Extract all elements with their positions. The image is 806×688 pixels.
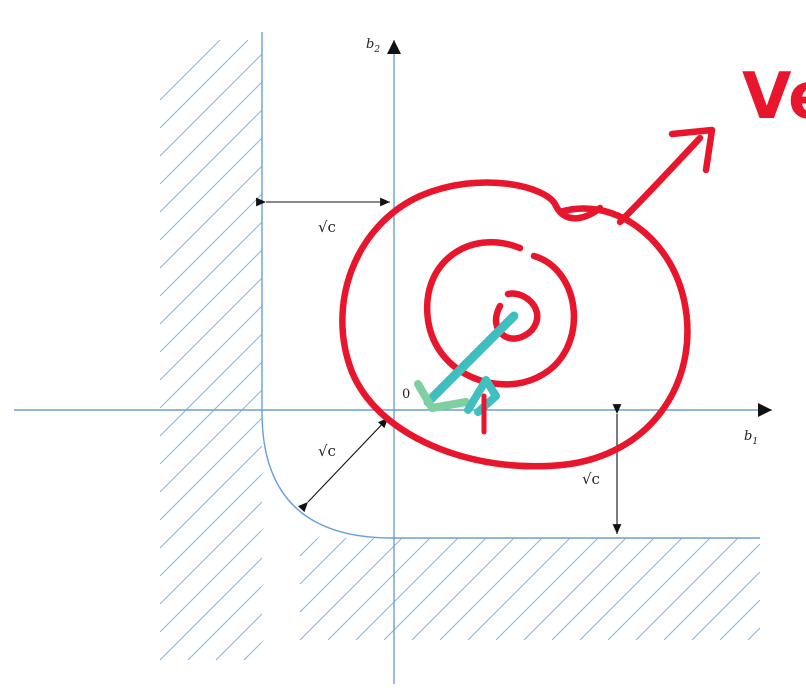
hatch-line-bottom xyxy=(719,599,761,641)
hatch-line-left xyxy=(159,305,263,409)
hatch-line-bottom xyxy=(439,537,543,641)
hatch-line-left xyxy=(159,557,263,661)
hatch-line-bottom xyxy=(327,537,431,641)
hatch-line-bottom xyxy=(747,627,761,641)
hatch-line-left xyxy=(159,165,263,269)
handwritten-annotation: Ve in xyxy=(339,60,806,470)
hatch-line-left xyxy=(159,529,263,633)
vector-shaft xyxy=(423,311,519,407)
hatch-line-bottom xyxy=(551,537,655,641)
pointer-arrow-head xyxy=(668,126,716,174)
hatch-line-left xyxy=(159,39,221,101)
hatch-line-bottom xyxy=(495,537,599,641)
handwritten-note: Ve in xyxy=(742,60,806,134)
outer-spiral-loop xyxy=(339,179,691,470)
pointer-arrow-shaft xyxy=(616,134,704,226)
hatch-line-left xyxy=(159,81,263,185)
hatch-line-bottom xyxy=(299,537,403,641)
origin-label: 0 xyxy=(402,387,410,402)
vector-symbol-mark xyxy=(464,376,500,416)
hatch-line-left xyxy=(159,361,263,465)
hatched-region xyxy=(159,39,761,661)
region-boundary xyxy=(261,32,760,539)
diagonal-dimension-label: √c xyxy=(318,442,336,460)
top-dimension-label: √c xyxy=(318,218,336,236)
hatch-line-bottom xyxy=(663,543,761,641)
hatch-line-bottom xyxy=(383,537,487,641)
hatch-line-left xyxy=(159,249,263,353)
arrow-icon xyxy=(414,380,470,412)
corner-arc xyxy=(261,411,393,539)
hatch-line-left xyxy=(159,277,263,381)
hatch-line-bottom xyxy=(523,537,627,641)
gradient-vector-arrow xyxy=(414,311,519,435)
hatch-line-bottom xyxy=(411,537,515,641)
horizontal-axis-label: b1 xyxy=(744,429,758,447)
hatch-line-bottom xyxy=(299,537,319,557)
hatch-line-bottom xyxy=(607,537,711,641)
hatch-line-left xyxy=(243,641,263,661)
vertical-axis-label: b2 xyxy=(366,37,380,55)
diagonal-dimension-arrow xyxy=(297,417,389,513)
hatch-line-left xyxy=(159,221,263,325)
hatch-line-bottom xyxy=(579,537,683,641)
hatch-line-bottom xyxy=(691,571,761,641)
right-dimension-label: √c xyxy=(582,470,600,488)
hatch-line-left xyxy=(159,333,263,437)
hatch-line-bottom xyxy=(299,537,347,585)
hatch-line-left xyxy=(159,501,263,605)
hatch-line-left xyxy=(159,137,263,241)
hatch-line-bottom xyxy=(299,537,375,613)
hatch-line-left xyxy=(187,585,263,661)
hatch-line-left xyxy=(159,109,263,213)
hatch-line-left xyxy=(159,39,249,129)
hatch-line-left xyxy=(159,417,263,521)
dimension-markers: √c √c √c xyxy=(256,197,622,534)
hatch-line-bottom xyxy=(467,537,571,641)
hatch-line-left xyxy=(159,473,263,577)
hatch-line-bottom xyxy=(355,537,459,641)
hatch-line-left xyxy=(215,613,263,661)
hatch-line-left xyxy=(159,193,263,297)
hatch-line-left xyxy=(159,53,263,157)
hatch-line-left xyxy=(159,389,263,493)
axes: b1 b2 0 xyxy=(14,37,772,684)
middle-spiral-loop xyxy=(423,239,577,388)
hatch-line-left xyxy=(159,445,263,549)
hatch-line-bottom xyxy=(635,537,739,641)
inner-spiral-loop xyxy=(492,290,541,342)
